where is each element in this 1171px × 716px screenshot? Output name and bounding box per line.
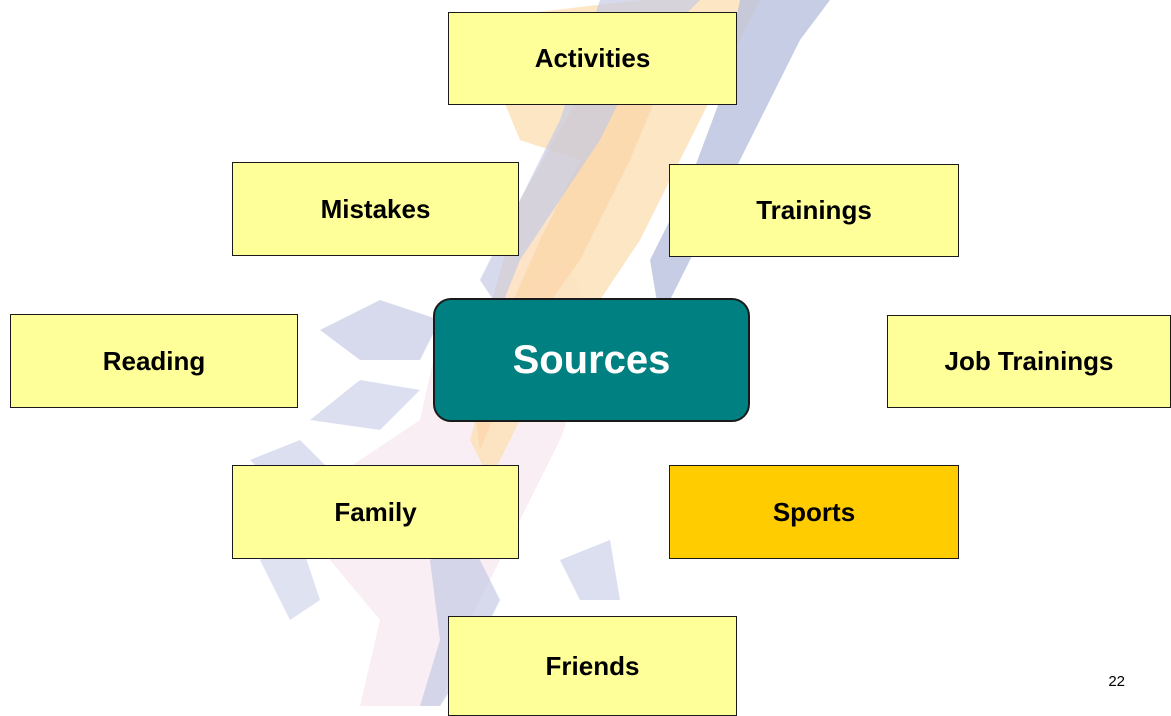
node-job-trainings: Job Trainings [887,315,1171,408]
node-trainings-label: Trainings [756,195,872,225]
node-activities: Activities [448,12,737,105]
center-node-sources: Sources [433,298,750,422]
center-node-label: Sources [512,337,671,382]
page-number: 22 [1108,673,1125,690]
node-friends-label: Friends [545,650,640,681]
node-friends: Friends [448,616,737,716]
node-reading-label: Reading [102,345,206,376]
node-sports: Sports [669,465,959,559]
node-job-trainings-label: Job Trainings [944,346,1114,376]
node-trainings: Trainings [669,164,959,257]
node-mistakes: Mistakes [232,162,519,256]
node-family: Family [232,465,519,559]
node-activities-label: Activities [534,43,651,73]
node-family-label: Family [334,496,417,527]
node-reading: Reading [10,314,298,408]
node-sports-label: Sports [772,496,856,527]
node-mistakes-label: Mistakes [320,193,431,224]
